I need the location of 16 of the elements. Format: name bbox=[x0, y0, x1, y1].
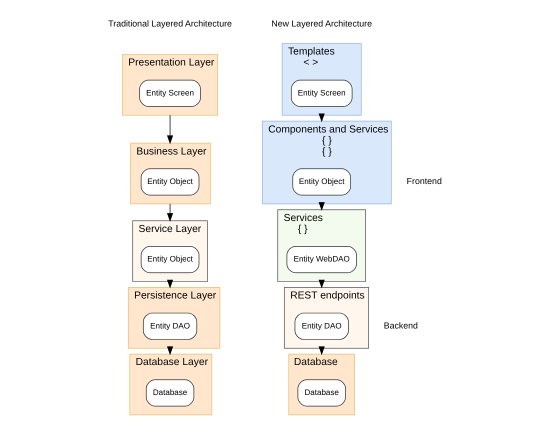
node-box: Entity Screen bbox=[290, 80, 352, 107]
node-box: Database bbox=[298, 379, 346, 406]
node-box: Entity DAO bbox=[294, 312, 349, 340]
label: New Layered Architecture bbox=[271, 18, 372, 29]
node-box: Entity Object bbox=[292, 168, 351, 196]
arrow bbox=[166, 114, 174, 144]
node-box: Entity Object bbox=[140, 246, 200, 274]
label: Traditional Layered Architecture bbox=[108, 18, 232, 29]
label: Frontend bbox=[406, 176, 442, 186]
arrow bbox=[166, 204, 174, 222]
node-box: Entity DAO bbox=[142, 312, 198, 340]
node-box: Entity WebDAO bbox=[286, 246, 357, 274]
node-box: Entity Screen bbox=[139, 80, 201, 107]
node-box: Database bbox=[146, 379, 194, 406]
label: Backend bbox=[384, 320, 418, 331]
node-box: Entity Object bbox=[140, 168, 200, 196]
